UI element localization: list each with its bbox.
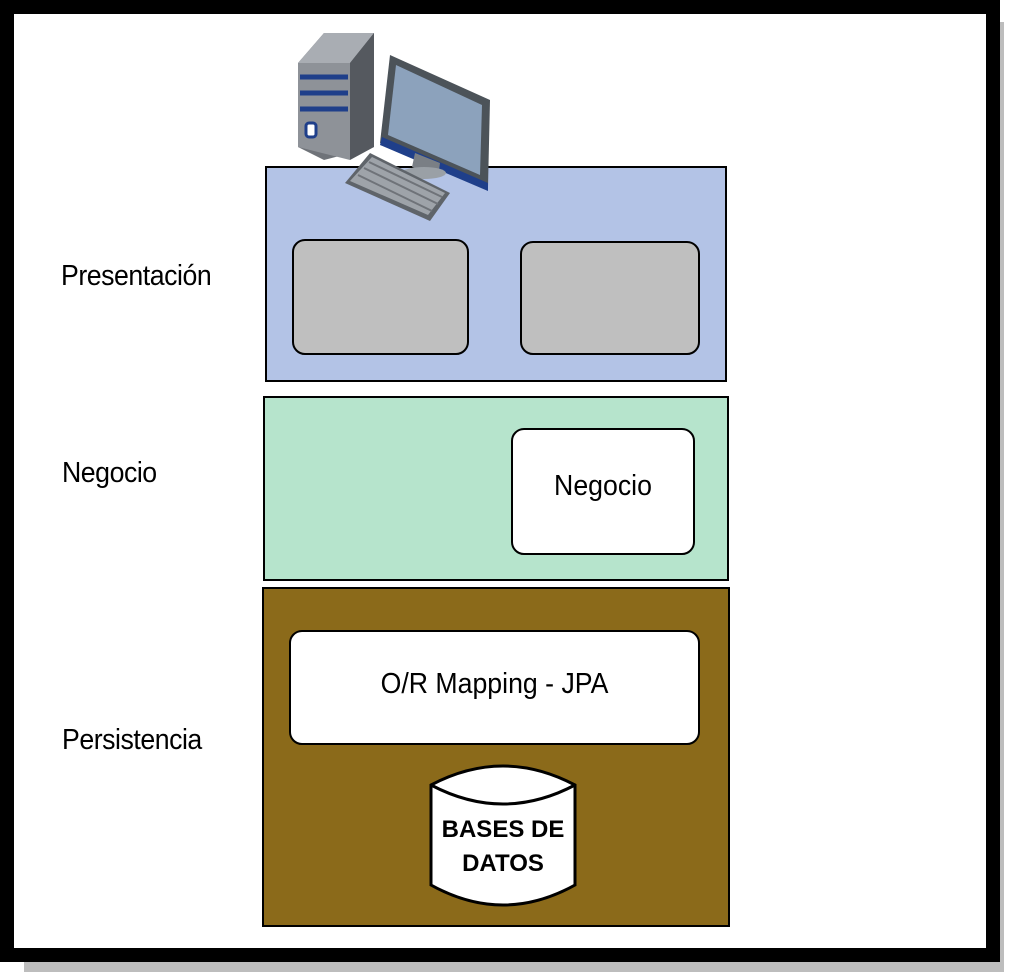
label-presentacion: Presentación: [61, 260, 212, 292]
label-negocio: Negocio: [62, 457, 157, 489]
database-label-line1: BASES DE: [441, 816, 565, 843]
or-mapping-label: O/R Mapping - JPA: [380, 668, 609, 700]
database-label-line2: DATOS: [462, 850, 544, 877]
or-mapping-box: O/R Mapping - JPA: [289, 630, 700, 745]
database-icon: [429, 764, 577, 907]
desktop-computer-icon: [298, 33, 490, 221]
negocio-layer: Negocio: [263, 396, 729, 581]
label-persistencia: Persistencia: [62, 724, 202, 756]
negocio-box: Negocio: [511, 428, 695, 555]
presentacion-layer: [265, 166, 727, 382]
presentacion-panel-left: [292, 239, 469, 355]
database-cylinder: BASES DE DATOS: [427, 755, 579, 911]
negocio-box-label: Negocio: [554, 470, 652, 502]
presentacion-panel-right: [520, 241, 700, 355]
persistencia-layer: O/R Mapping - JPA BASES DE DATOS: [262, 587, 730, 927]
